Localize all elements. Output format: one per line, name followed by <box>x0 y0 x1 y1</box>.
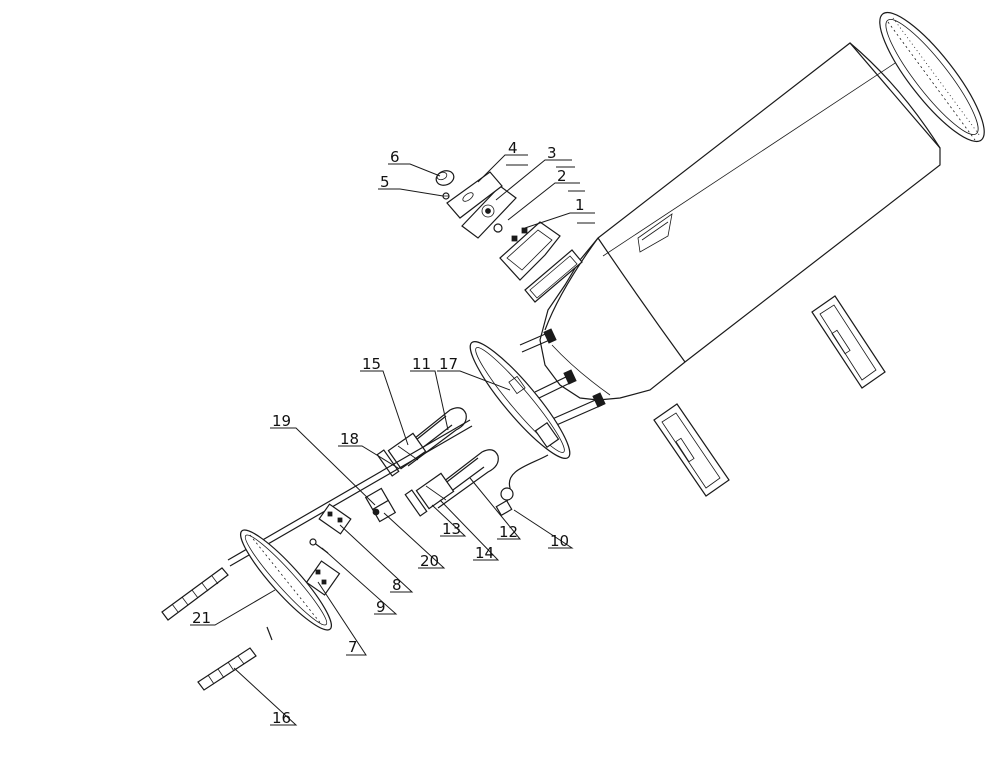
callout-5: 5 <box>380 173 390 191</box>
callout-4: 4 <box>508 139 518 157</box>
knob-part-2 <box>493 223 503 233</box>
control-panel-plate <box>461 185 517 239</box>
heating-element-lower <box>404 449 499 517</box>
callout-14: 14 <box>475 544 494 562</box>
thermostat-part-8 <box>318 503 352 535</box>
callout-10: 10 <box>550 532 569 550</box>
callout-21: 21 <box>192 609 211 627</box>
callout-labels: 1 2 3 4 5 6 7 8 9 10 11 12 13 14 15 16 1… <box>192 139 585 727</box>
leader-lines <box>190 154 595 726</box>
control-box-housing <box>499 221 561 281</box>
end-cap-flange <box>879 11 985 143</box>
heating-element-upper <box>376 407 467 477</box>
control-box-gasket <box>524 249 583 303</box>
knob-cap-part-6 <box>435 170 455 186</box>
front-cover-plate <box>446 171 503 219</box>
mounting-bracket-upper <box>811 295 886 389</box>
connector-part-20 <box>364 487 397 523</box>
mounting-bracket-lower <box>653 403 730 497</box>
inner-flange-assembly <box>469 328 606 459</box>
tank-body <box>539 39 941 401</box>
callout-11: 11 <box>412 355 431 373</box>
callout-8: 8 <box>392 576 402 594</box>
pin <box>266 626 273 641</box>
anode-rod <box>227 419 473 567</box>
callout-9: 9 <box>376 598 386 616</box>
callout-18: 18 <box>340 430 359 448</box>
callout-3: 3 <box>547 144 557 162</box>
callout-2: 2 <box>557 167 567 185</box>
power-cord <box>495 454 549 517</box>
callout-7: 7 <box>348 638 358 656</box>
callout-1: 1 <box>575 196 585 214</box>
switch-part-7 <box>305 560 341 596</box>
screw-part-5 <box>442 192 450 200</box>
outer-flange-part-21 <box>240 529 332 631</box>
callout-12: 12 <box>499 523 518 541</box>
callout-13: 13 <box>442 520 461 538</box>
callout-19: 19 <box>272 412 291 430</box>
callout-6: 6 <box>390 148 400 166</box>
callout-20: 20 <box>420 552 439 570</box>
anode-rod-end <box>161 567 229 621</box>
callout-17: 17 <box>439 355 458 373</box>
callout-15: 15 <box>362 355 381 373</box>
magnesium-rod-part-16 <box>197 647 257 691</box>
callout-16: 16 <box>272 709 291 727</box>
